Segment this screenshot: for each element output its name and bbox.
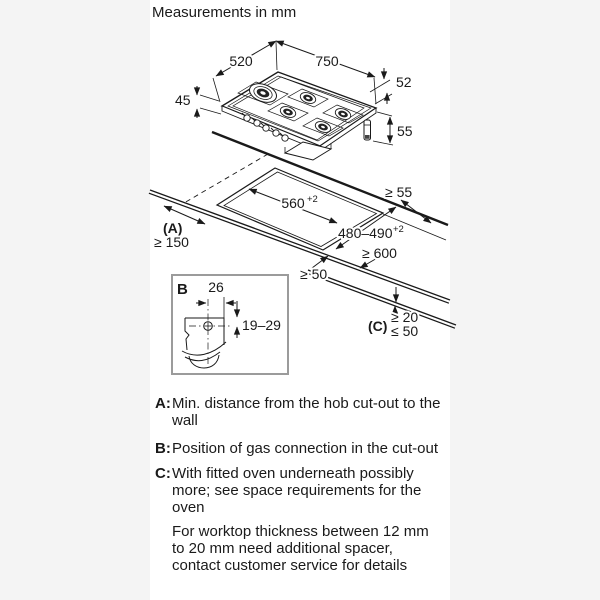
worktop-cutout-view: 560 +2 480–490 +2 ≥ 55 ≥ 600 ≥ 50 (A) ≥ … xyxy=(148,153,457,341)
control-knobs xyxy=(241,112,289,142)
legend-item-a: A: Min. distance from the hob cut-out to… xyxy=(155,395,453,429)
knob-icon xyxy=(260,122,270,132)
knob-icon xyxy=(279,132,289,142)
cutout-width-label: 560 xyxy=(281,195,305,211)
detail-box-border xyxy=(171,274,289,375)
burner-back-centre xyxy=(299,92,317,104)
legend-item-b: B: Position of gas connection in the cut… xyxy=(155,440,453,457)
hob-width-label: 750 xyxy=(315,53,339,69)
worktop-section-lower-line xyxy=(307,269,457,326)
legend-key-c: C: xyxy=(155,465,171,482)
cutout-width-tolerance: +2 xyxy=(307,194,318,205)
gas-pipe xyxy=(363,119,371,141)
wall-clearance-label: ≥ 150 xyxy=(154,234,189,250)
knob-icon xyxy=(251,117,261,127)
knob-icon xyxy=(241,112,251,122)
legend-text-a: Min. distance from the hob cut-out to th… xyxy=(172,395,441,429)
rear-clearance-arrow xyxy=(400,199,432,224)
worktop-thickness-min-label: ≥ 20 xyxy=(391,309,418,325)
projection-dashed-line xyxy=(183,153,269,204)
dimension-line-520 xyxy=(215,40,277,77)
worktop-back-edge-line xyxy=(211,130,449,227)
hob-dimensions: 520 750 52 55 45 xyxy=(173,40,415,146)
legend-key-b: B: xyxy=(155,440,171,457)
front-clearance-arrow xyxy=(311,255,329,269)
dimension-line-480-490 xyxy=(335,206,397,250)
pan-support-3 xyxy=(322,104,364,124)
spacer-note: For worktop thickness between 12 mm to 2… xyxy=(172,523,429,574)
hob-builtin-height-label: 55 xyxy=(397,123,413,139)
burner-front-right xyxy=(314,121,332,133)
cutout-depth-tolerance: +2 xyxy=(393,224,404,235)
wok-burner xyxy=(249,83,277,103)
hob-depth-label: 520 xyxy=(229,53,253,69)
cutout-outline-outer xyxy=(215,167,385,251)
pan-support-1 xyxy=(287,88,329,108)
pan-support-4 xyxy=(302,117,344,137)
pan-support-area xyxy=(232,76,365,141)
front-clearance-label: ≥ 50 xyxy=(300,266,327,282)
burner-back-right xyxy=(334,108,352,120)
gas-connection-point-icon xyxy=(203,321,213,331)
min-distance-arrow xyxy=(359,256,380,269)
knob-icon xyxy=(270,127,280,137)
pan-support-2 xyxy=(267,102,309,122)
burner-front-centre xyxy=(279,106,297,118)
dimension-line-750 xyxy=(275,40,376,78)
dimension-line-560 xyxy=(248,188,338,224)
worktop-thickness-dimension: (C) ≥ 20 ≤ 50 xyxy=(366,287,420,341)
min-distance-label: ≥ 600 xyxy=(362,245,397,261)
hob-total-height-label: 52 xyxy=(396,74,412,90)
legend-text-c: With fitted oven underneath possibly mor… xyxy=(172,465,422,516)
label-a: (A) xyxy=(163,220,182,236)
rear-clearance-label: ≥ 55 xyxy=(385,184,412,200)
worktop-section-lower-line-2 xyxy=(306,272,456,329)
gas-connection-detail-box: B 26 19 xyxy=(171,274,289,375)
gas-depth-range-label: 19–29 xyxy=(242,317,281,333)
hob-underbody-box xyxy=(283,141,333,161)
legend-key-a: A: xyxy=(155,395,171,412)
gas-offset-label: 26 xyxy=(208,279,224,295)
legend-item-c: C: With fitted oven underneath possibly … xyxy=(155,465,453,516)
cutout-outline-inner xyxy=(223,171,378,247)
hob-front-height-label: 45 xyxy=(175,92,191,108)
pan-support-wok xyxy=(237,81,289,106)
cutout-depth-label: 480–490 xyxy=(338,225,393,241)
wall-clearance-arrow xyxy=(163,205,206,225)
label-c: (C) xyxy=(368,318,387,334)
legend-text-b: Position of gas connection in the cut-ou… xyxy=(172,440,439,457)
hob-glass-inner-edge xyxy=(227,75,372,142)
page-title: Measurements in mm xyxy=(152,4,297,21)
label-b: B xyxy=(177,281,188,298)
worktop-thickness-max-label: ≤ 50 xyxy=(391,323,418,339)
